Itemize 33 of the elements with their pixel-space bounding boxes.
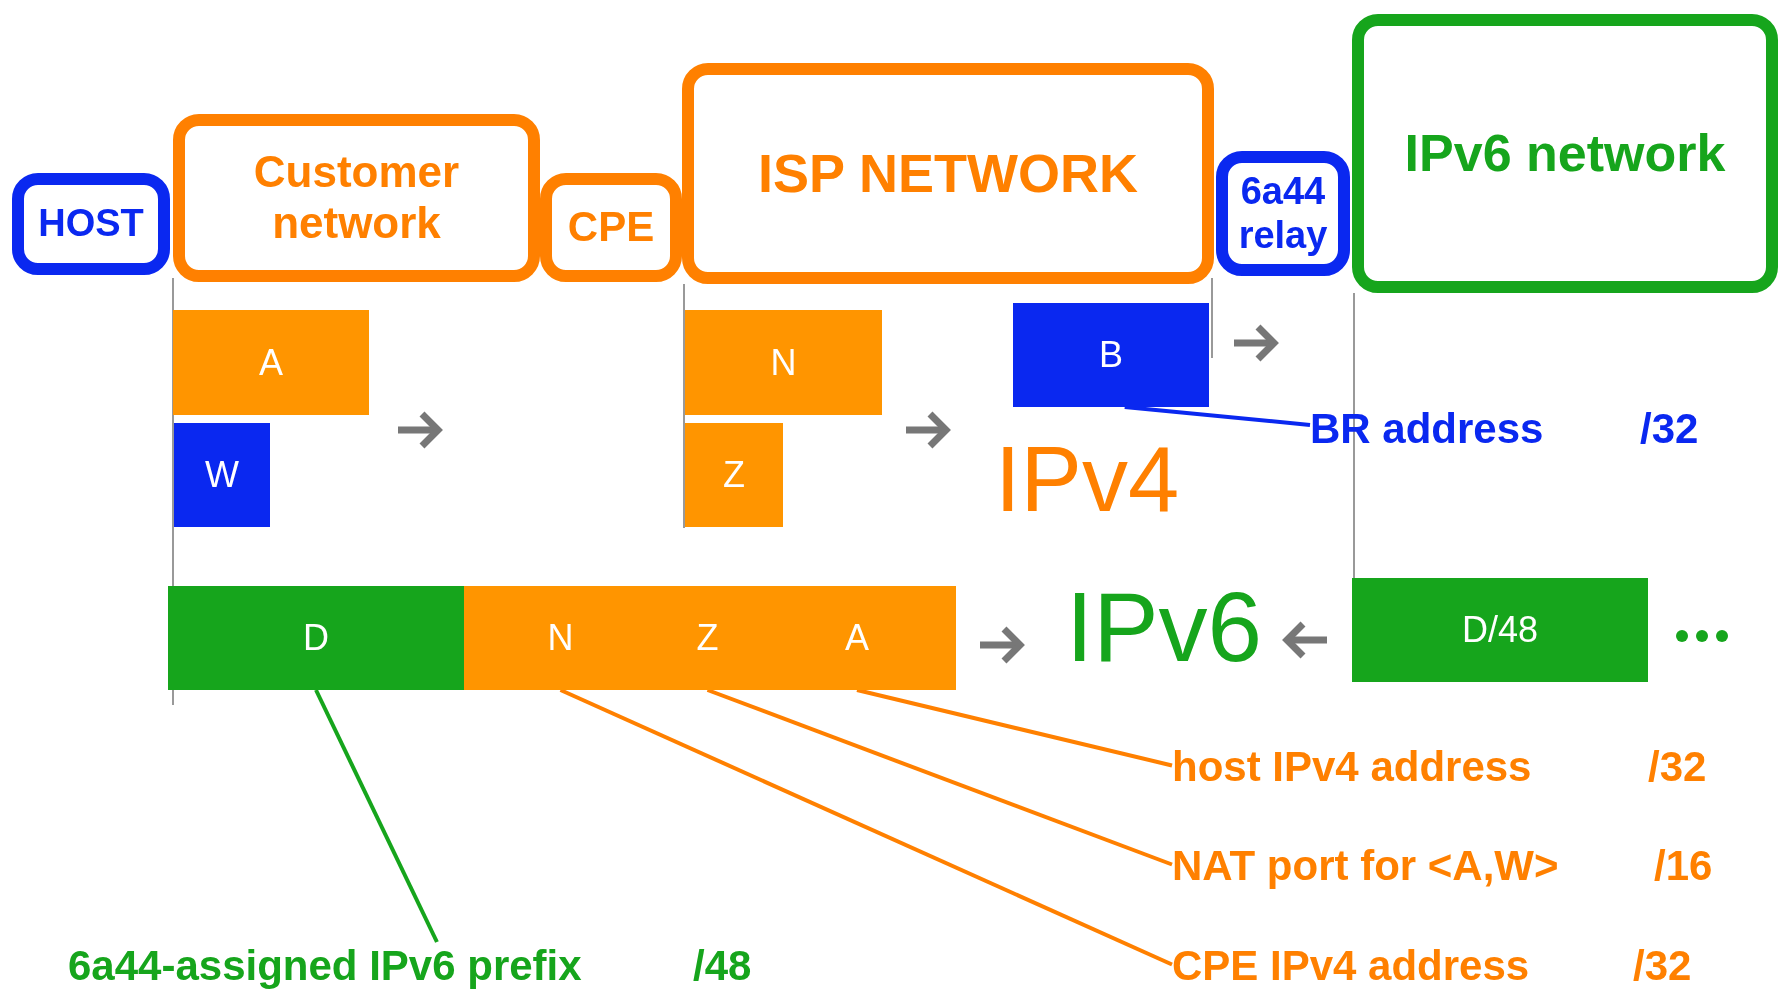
leader-line xyxy=(856,688,1173,768)
address-field: Z xyxy=(657,586,758,690)
address-field: B xyxy=(1013,303,1209,407)
address-field: N xyxy=(685,310,882,415)
device-box: CPE xyxy=(540,173,682,282)
leader-line xyxy=(559,688,1173,967)
address-field: Z xyxy=(685,423,783,527)
ipv4-label: IPv4 xyxy=(995,433,1180,525)
leader-line xyxy=(706,688,1173,867)
ipv6-label: IPv6 xyxy=(1066,578,1263,676)
network-box: ISP NETWORK xyxy=(682,63,1214,284)
address-field: N xyxy=(464,586,657,690)
address-field: D/48 xyxy=(1352,578,1648,682)
relay-box: 6a44 relay xyxy=(1216,151,1350,276)
network-box: IPv6 network xyxy=(1352,14,1778,293)
callout-label: 6a44-assigned IPv6 prefix xyxy=(68,942,582,990)
prefix-length-label: /32 xyxy=(1648,743,1707,791)
address-field: A xyxy=(173,310,369,415)
prefix-length-label: /32 xyxy=(1640,405,1699,453)
prefix-length-label: /16 xyxy=(1654,842,1713,890)
network-box: Customer network xyxy=(173,114,540,282)
address-field: W xyxy=(174,423,270,527)
address-field: D xyxy=(168,586,464,690)
prefix-length-label: /32 xyxy=(1633,942,1692,990)
leader-line xyxy=(314,689,439,943)
host-box: HOST xyxy=(12,173,170,275)
callout-label: NAT port for <A,W> xyxy=(1172,842,1559,890)
callout-label: BR address xyxy=(1310,405,1544,453)
callout-label: CPE IPv4 address xyxy=(1172,942,1530,990)
leader-line xyxy=(1124,405,1311,427)
prefix-length-label: /48 xyxy=(693,942,752,990)
callout-label: host IPv4 address xyxy=(1172,743,1532,791)
address-field: A xyxy=(758,586,956,690)
